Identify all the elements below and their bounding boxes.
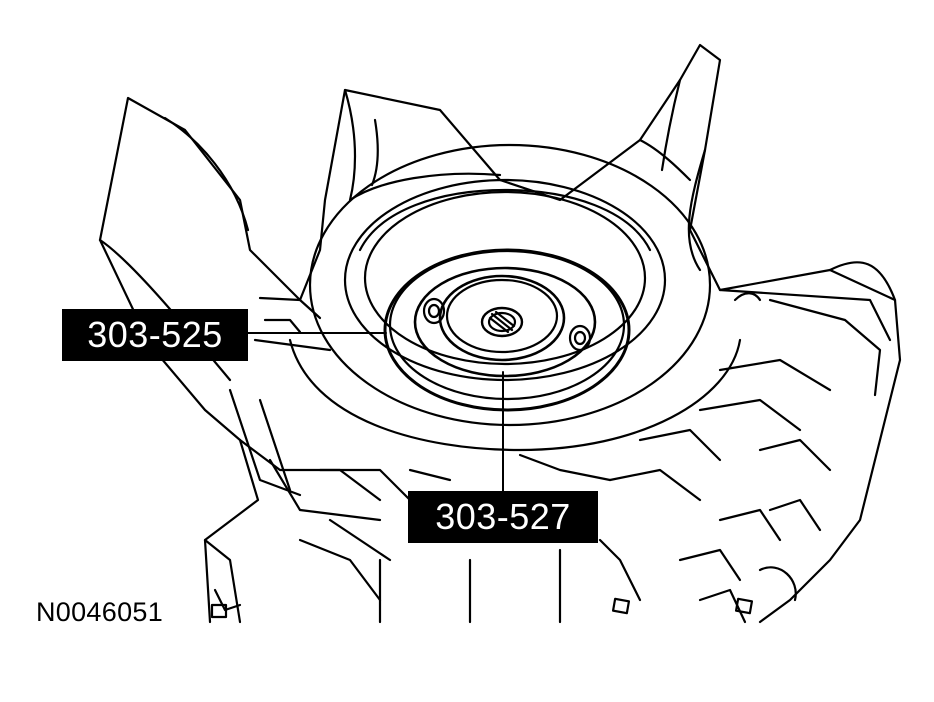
- callout-label-303-527: 303-527: [408, 491, 598, 543]
- callout-label-303-525: 303-525: [62, 309, 248, 361]
- figure-reference-number: N0046051: [36, 597, 164, 627]
